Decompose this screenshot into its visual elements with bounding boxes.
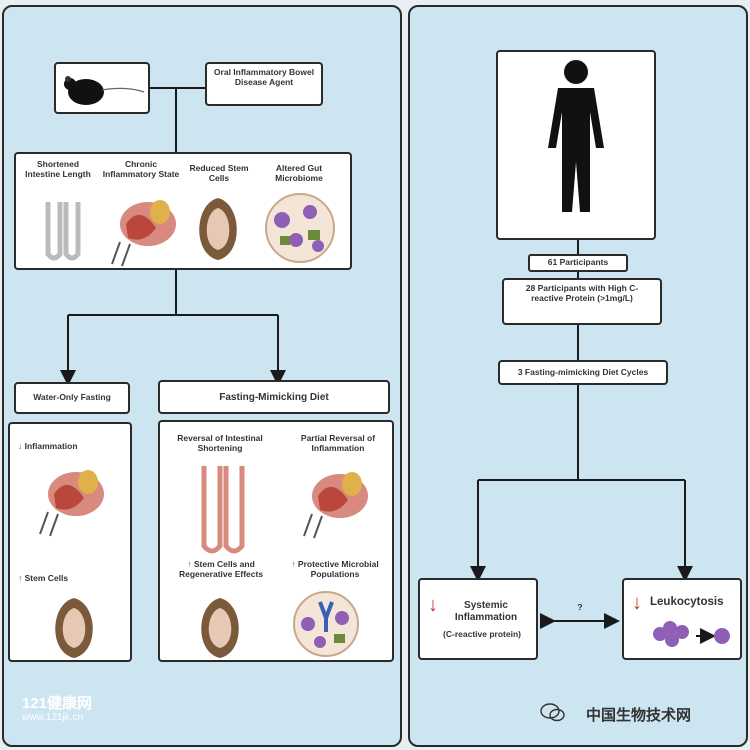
human-box [496, 50, 656, 240]
up-arrow-icon-3: ↑ [291, 559, 296, 569]
human-silhouette-icon [548, 60, 604, 212]
fmd-box: Reversal of Intestinal Shortening Partia… [158, 420, 394, 662]
watermark-left-brand: 121健康网 [22, 695, 93, 712]
water-fasting-header: Water-Only Fasting [14, 382, 130, 414]
symptom-label-4: Altered Gut Microbiome [275, 163, 323, 183]
symptom-label-2: Chronic Inflammatory State [102, 159, 180, 179]
agent-box: Oral Inflammatory Bowel Disease Agent [205, 62, 323, 106]
down-arrow-icon-3: ↓ [632, 592, 642, 614]
mouse-box [54, 62, 150, 114]
high-crp-box: 28 Participants with High C-reactive Pro… [502, 278, 662, 325]
question-mark: ? [577, 602, 583, 612]
up-arrow-icon-2: ↑ [187, 559, 192, 569]
water-fasting-box: ↓ Inflammation ↑ Stem Cells [8, 422, 132, 662]
symptom-label-3: Reduced Stem Cells [189, 163, 249, 183]
outcome1-sub: (C-reactive protein) [443, 629, 521, 639]
crypt-icon-3 [201, 598, 239, 658]
intestine-long-icon [201, 466, 245, 554]
participants-box: 61 Participants [528, 254, 628, 272]
watermark-right-brand: 中国生物技术网 [586, 707, 692, 724]
leukocyte-icon [653, 621, 730, 647]
fmd-effect-1: Reversal of Intestinal Shortening [177, 433, 263, 453]
crypt-icon [199, 198, 237, 260]
outcome2-title: Leukocytosis [650, 596, 724, 608]
symptoms-box: Shortened Intestine Length Chronic Infla… [14, 152, 352, 270]
watermark-left-url: www.121jk.cn [22, 712, 84, 723]
symptom-label-1: Shortened Intestine Length [25, 159, 91, 179]
outcome1-title: Systemic Inflammation [454, 600, 518, 623]
microbiome-icon [265, 193, 335, 263]
mouse-icon [64, 76, 145, 105]
cycles-box: 3 Fasting-mimicking Diet Cycles [498, 360, 668, 385]
water-effect-2: ↑ Stem Cells [18, 573, 69, 583]
down-arrow-icon-2: ↓ [428, 594, 438, 616]
fmd-header: Fasting-Mimicking Diet [158, 380, 390, 414]
fmd-effect-4: ↑ Protective Microbial Populations [291, 559, 379, 579]
microbiome-icon-2 [293, 591, 359, 657]
leukocytosis-box: ↓ Leukocytosis [622, 578, 742, 660]
water-effect-1: ↓ Inflammation [18, 441, 78, 451]
intestine-icon [45, 202, 81, 261]
up-arrow-icon: ↑ [18, 573, 23, 583]
crypt-icon-2 [55, 598, 93, 658]
participants-label: 61 Participants [547, 257, 609, 267]
high-crp-label: 28 Participants with High C-reactive Pro… [525, 283, 639, 303]
agent-label: Oral Inflammatory Bowel Disease Agent [213, 67, 315, 87]
fmd-effect-3: ↑ Stem Cells and Regenerative Effects [178, 559, 264, 579]
inflamed-tissue-icon-2 [39, 470, 104, 537]
inflamed-tissue-icon [111, 200, 176, 267]
fmd-title: Fasting-Mimicking Diet [219, 392, 329, 403]
systemic-inflammation-box: ↓ Systemic Inflammation (C-reactive prot… [418, 578, 538, 660]
cycles-label: 3 Fasting-mimicking Diet Cycles [517, 367, 649, 377]
water-fasting-title: Water-Only Fasting [33, 392, 111, 402]
inflamed-tissue-icon-3 [303, 472, 368, 539]
fmd-effect-2: Partial Reversal of Inflammation [300, 433, 376, 453]
down-arrow-icon: ↓ [18, 441, 23, 451]
wechat-icon [540, 702, 566, 722]
